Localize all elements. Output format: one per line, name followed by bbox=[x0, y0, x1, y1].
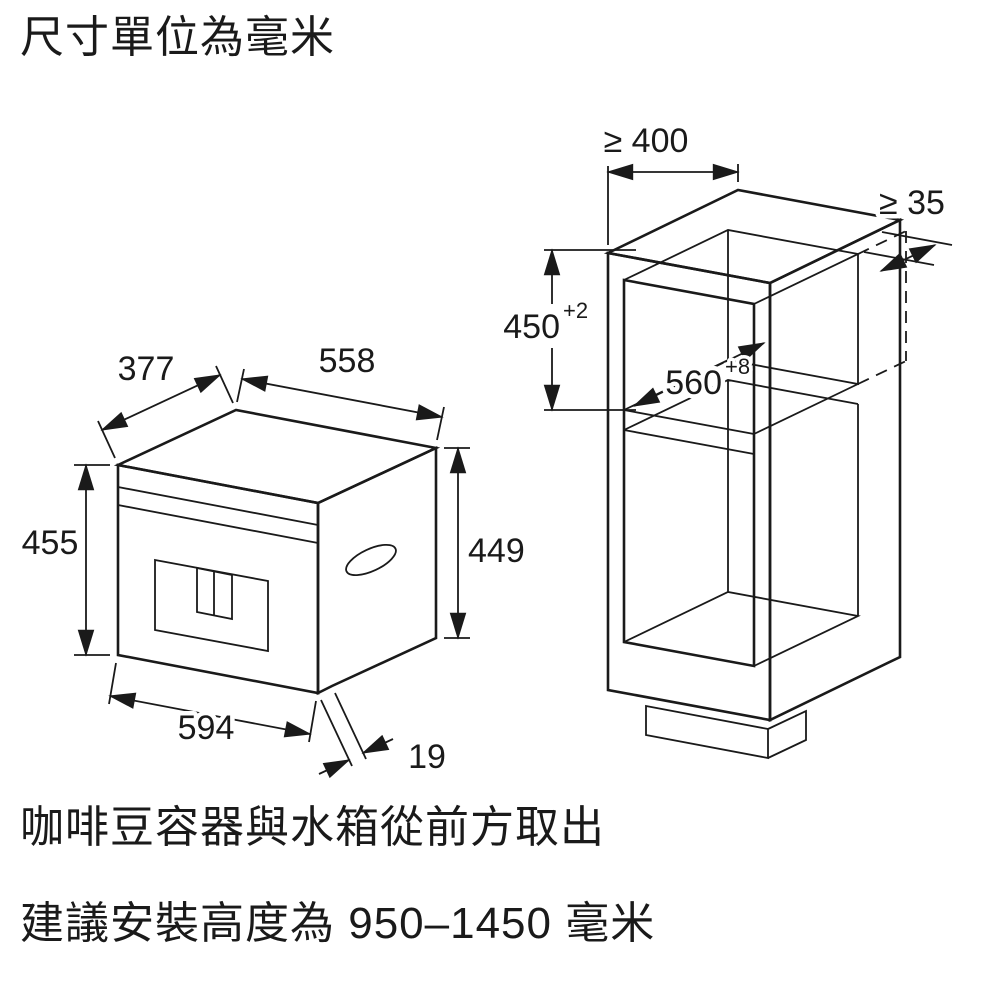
dim-line-377 bbox=[100, 374, 222, 431]
dim-niche-depth-tolerance: +8 bbox=[725, 354, 750, 379]
niche-shelf bbox=[623, 409, 755, 455]
dim-niche-depth: 560 bbox=[665, 364, 722, 402]
dim-rear-clearance: ≥ 35 bbox=[879, 184, 945, 222]
machine-top-face bbox=[113, 408, 441, 505]
cabinet-top-face bbox=[603, 188, 905, 285]
cabinet-side-face bbox=[768, 217, 902, 723]
control-panel-band bbox=[117, 486, 319, 544]
front-access-note: 咖啡豆容器與水箱從前方取出 bbox=[20, 803, 605, 852]
dim-niche-height: 450 bbox=[503, 308, 560, 346]
dim-line-35 bbox=[879, 244, 937, 272]
dim-line-594 bbox=[108, 692, 312, 738]
dim-arrow-19-left bbox=[318, 759, 351, 779]
dim-niche-height-tolerance: +2 bbox=[563, 298, 588, 323]
dim-width: 558 bbox=[319, 342, 376, 380]
lower-compartment-interior bbox=[623, 379, 861, 667]
dim-height-right: 449 bbox=[468, 532, 525, 570]
cabinet-plinth bbox=[645, 704, 807, 760]
dim-height-left: 455 bbox=[22, 524, 79, 562]
dim-protrusion: 19 bbox=[408, 738, 446, 776]
cabinet-opening bbox=[622, 278, 756, 668]
appliance-drawing: 377 558 455 449 594 19 bbox=[17, 338, 529, 781]
machine-front-face bbox=[116, 463, 320, 695]
dim-width-bottom: 594 bbox=[178, 709, 235, 747]
dim-line-560 bbox=[632, 342, 766, 407]
dim-arrow-19-right bbox=[361, 734, 394, 754]
upper-niche-interior bbox=[623, 229, 861, 435]
units-note: 尺寸單位為毫米 bbox=[20, 13, 335, 62]
machine-side-face bbox=[316, 445, 438, 696]
cabinet-front-face bbox=[606, 251, 772, 722]
side-handle bbox=[345, 543, 397, 577]
niche-drawing: ≥ 400 ≥ 35 450 +2 560 +8 bbox=[499, 118, 953, 760]
machine-extension-lines bbox=[74, 365, 470, 767]
dim-depth: 377 bbox=[118, 350, 175, 388]
dispenser-recess bbox=[154, 558, 269, 653]
dim-top-clearance: ≥ 400 bbox=[604, 122, 689, 160]
install-height-note: 建議安裝高度為 950–1450 毫米 bbox=[20, 899, 655, 948]
coffee-spout bbox=[196, 566, 233, 621]
dim-line-558 bbox=[240, 375, 444, 421]
